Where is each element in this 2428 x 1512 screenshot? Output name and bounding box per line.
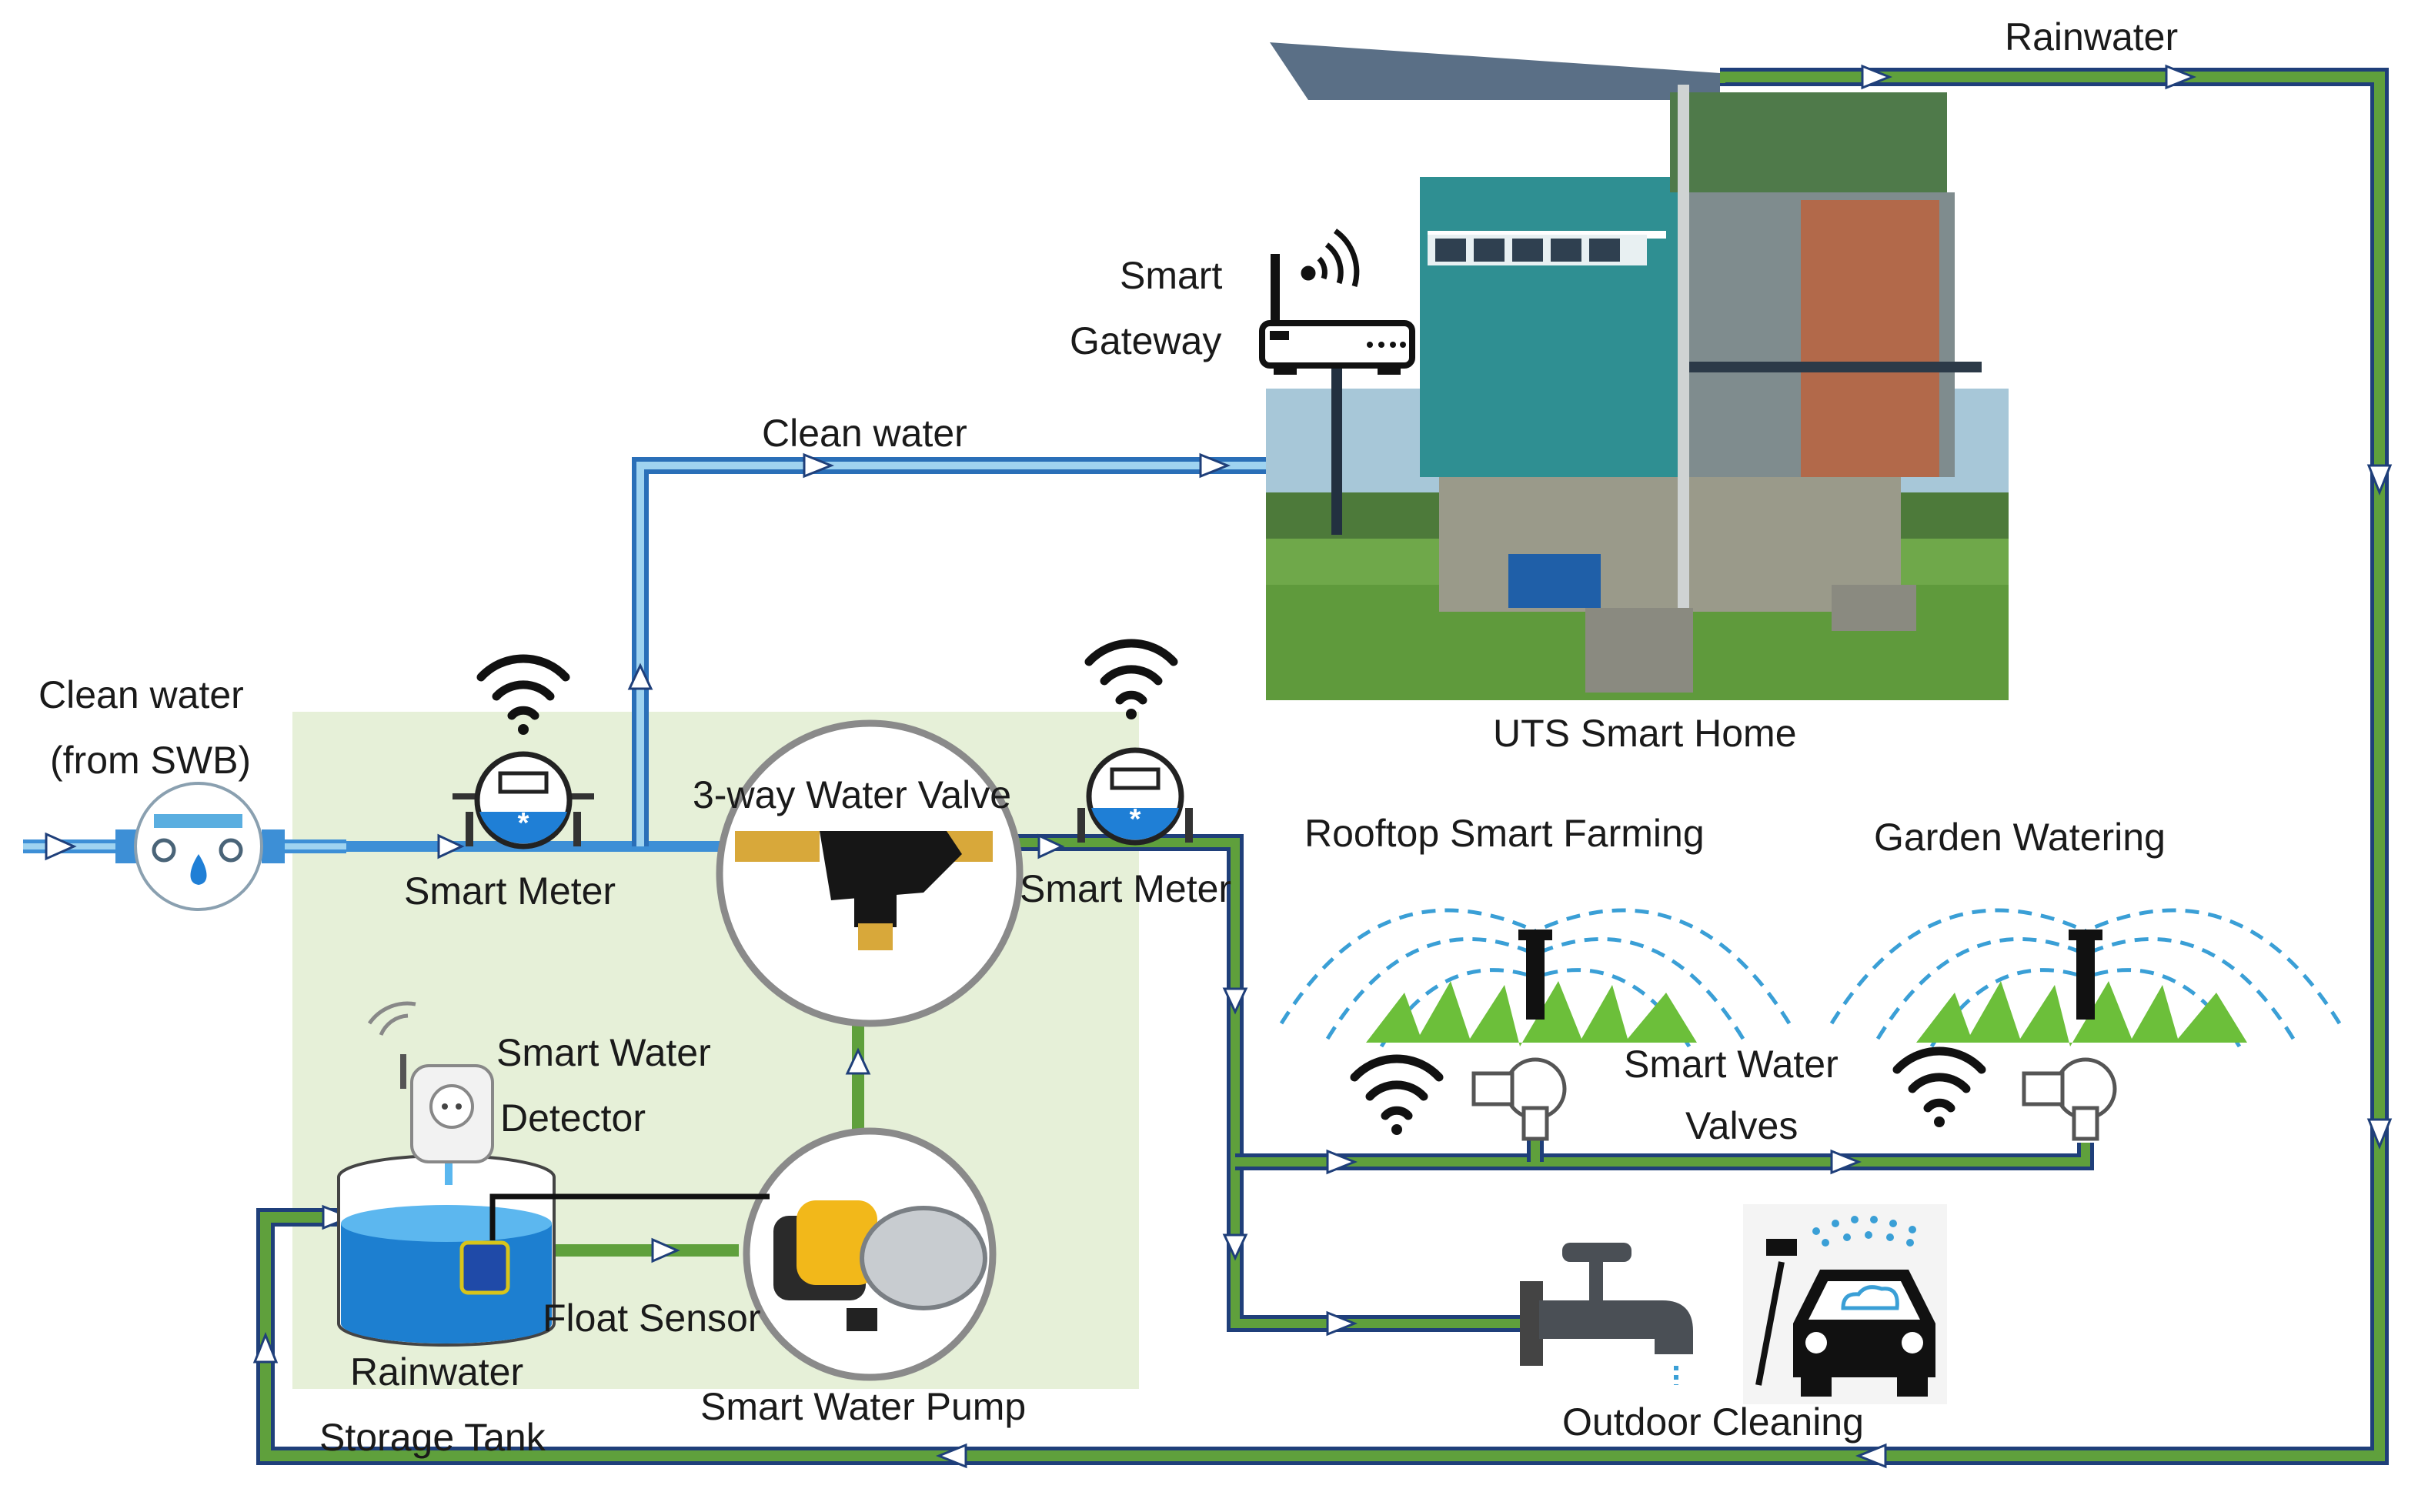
label-smart-water-valves-2: Valves: [1685, 1104, 1798, 1147]
car-wash-icon: [1743, 1204, 1947, 1404]
label-rainwater-top: Rainwater: [2005, 15, 2178, 58]
label-smart-gateway-2: Gateway: [1070, 319, 1221, 362]
wifi-icon: [1350, 1054, 1444, 1135]
label-smart-water-detector-2: Detector: [500, 1096, 646, 1140]
label-clean-water-swb-2: (from SWB): [50, 739, 251, 782]
sprinkler-icon: [1279, 908, 1792, 1141]
water-detector-icon: [367, 1001, 494, 1163]
flow-arrows: [45, 64, 2393, 1469]
label-smart-water-detector-1: Smart Water: [496, 1031, 711, 1074]
svg-text:*: *: [518, 807, 529, 839]
smart-home-photo: [1266, 42, 2009, 700]
router-icon: [1259, 229, 1415, 375]
svg-text:*: *: [1130, 803, 1141, 836]
label-garden-watering: Garden Watering: [1874, 816, 2166, 859]
label-smart-gateway-1: Smart: [1120, 254, 1222, 297]
label-three-way-valve: 3-way Water Valve: [693, 773, 1011, 816]
label-smart-water-valves-1: Smart Water: [1624, 1043, 1839, 1086]
distribution-pipes: [1008, 834, 2094, 1332]
valve-icon: [716, 719, 1024, 1027]
label-outdoor-cleaning: Outdoor Cleaning: [1562, 1400, 1864, 1444]
water-meter-icon: [115, 782, 285, 911]
label-smart-meter-2: Smart Meter: [1020, 867, 1231, 910]
label-smart-meter-1: Smart Meter: [404, 869, 616, 913]
wifi-icon: [1084, 639, 1178, 719]
water-tap-icon: [1520, 1243, 1693, 1385]
sprinkler-icon: [1829, 908, 2342, 1141]
label-uts-smart-home: UTS Smart Home: [1493, 712, 1797, 755]
wifi-icon: [1892, 1046, 1986, 1127]
label-float-sensor: Float Sensor: [543, 1297, 760, 1340]
smart-meter-icon: *: [1077, 747, 1193, 846]
wifi-icon: [476, 654, 570, 735]
label-rooftop-smart-farming: Rooftop Smart Farming: [1304, 812, 1705, 855]
water-pump-icon: [743, 1127, 997, 1381]
smart-meter-icon: *: [453, 751, 594, 849]
label-rainwater-storage-2: Storage Tank: [319, 1416, 546, 1459]
label-clean-water-swb-1: Clean water: [38, 673, 244, 716]
label-smart-water-pump: Smart Water Pump: [700, 1385, 1026, 1428]
label-rainwater-storage-1: Rainwater: [350, 1350, 523, 1394]
label-clean-water-top: Clean water: [762, 412, 967, 455]
